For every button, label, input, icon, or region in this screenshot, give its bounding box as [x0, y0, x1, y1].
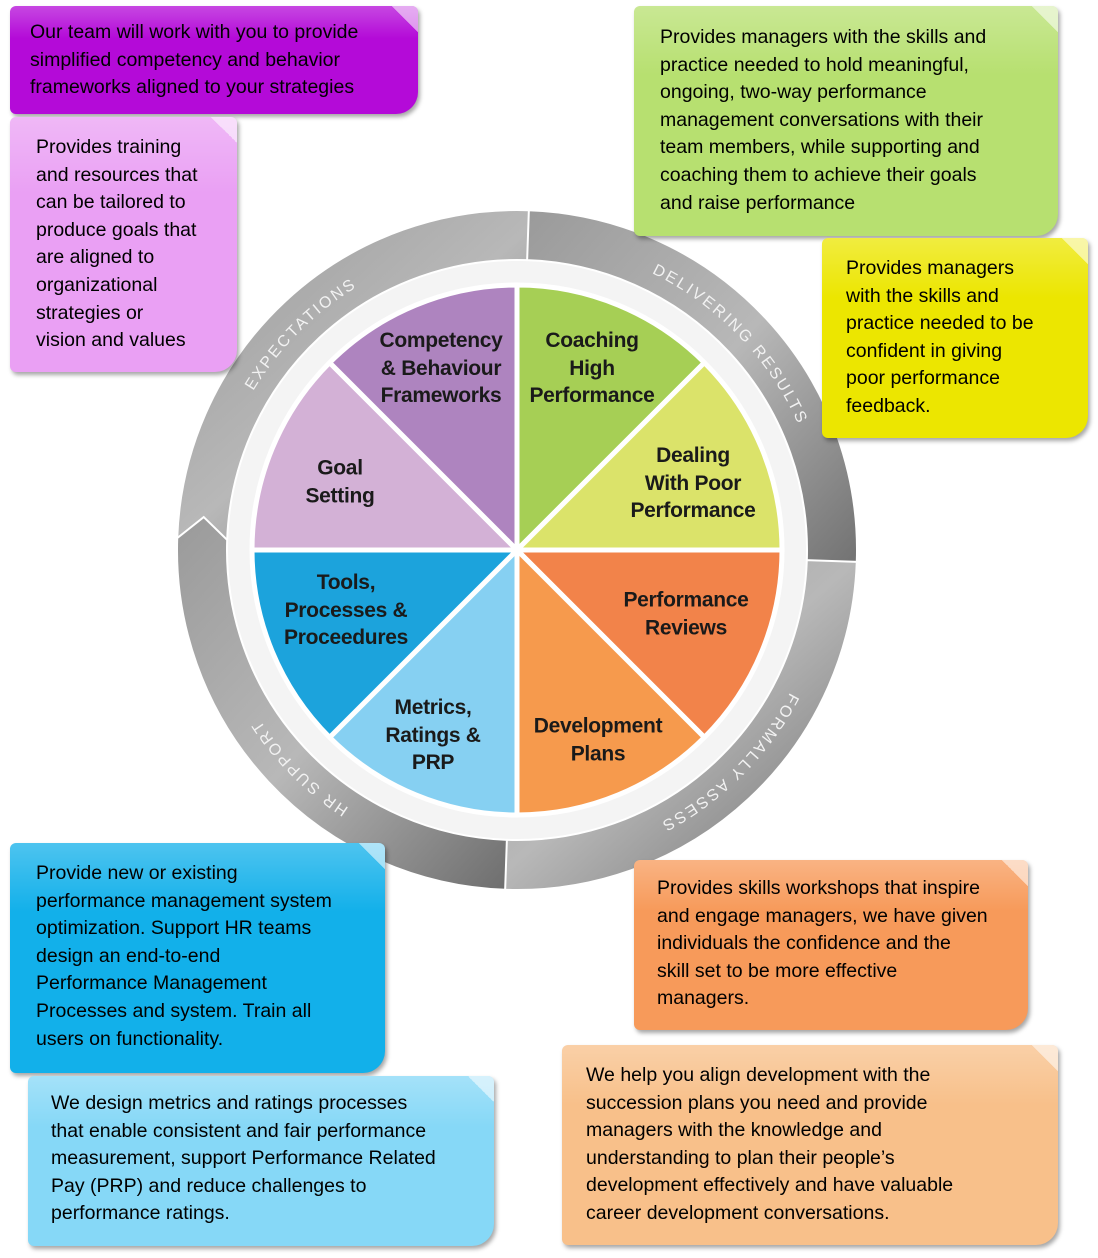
segment-label-coaching: Coaching High Performance	[529, 328, 655, 407]
metrics-callout-text: We design metrics and ratings processes …	[51, 1092, 436, 1225]
wheel-segment-6	[249, 360, 520, 553]
ring-arc-3	[176, 515, 508, 891]
wheel-segment-4	[327, 547, 520, 818]
wheel-segment-2	[514, 547, 785, 740]
metrics-callout: We design metrics and ratings processes …	[28, 1076, 494, 1246]
tools-callout-text: Provide new or existing performance mana…	[36, 862, 332, 1050]
wheel-segment-3	[514, 547, 707, 818]
competency-callout-text: Our team will work with you to provide s…	[30, 21, 359, 99]
wheel-segment-7	[327, 282, 520, 553]
segment-label-goal-setting: Goal Setting	[305, 456, 375, 508]
competency-callout: Our team will work with you to provide s…	[10, 6, 418, 114]
wheel-pie	[249, 282, 785, 818]
segment-label-performance-reviews: Performance Reviews	[623, 588, 749, 640]
segment-label-competency: Competency & Behaviour Frameworks	[379, 328, 503, 407]
performance-reviews-callout: Provides skills workshops that inspire a…	[634, 860, 1028, 1030]
segment-label-dealing-poor-performance: Dealing With Poor Performance	[630, 443, 756, 522]
goal-setting-callout-text: Provides training and resources that can…	[36, 136, 198, 352]
performance-reviews-callout-text: Provides skills workshops that inspire a…	[657, 877, 988, 1010]
segment-label-development-plans: Development Plans	[533, 714, 663, 766]
coaching-callout: Provides managers with the skills and pr…	[634, 6, 1058, 236]
outer-ring	[176, 209, 858, 891]
wheel-segment-1	[514, 360, 785, 553]
development-plans-callout-text: We help you align development with the s…	[586, 1064, 954, 1224]
goal-setting-callout: Provides training and resources that can…	[10, 117, 237, 372]
tools-callout: Provide new or existing performance mana…	[10, 843, 385, 1073]
wheel-segment-0	[514, 282, 707, 553]
poor-performance-callout-text: Provides managers with the skills and pr…	[846, 257, 1034, 417]
coaching-callout-text: Provides managers with the skills and pr…	[660, 26, 987, 214]
poor-performance-callout: Provides managers with the skills and pr…	[822, 238, 1088, 438]
segment-label-metrics: Metrics, Ratings & PRP	[385, 695, 481, 774]
segment-label-tools: Tools, Processes & Proceedures	[284, 570, 408, 649]
wheel-segment-5	[249, 547, 520, 740]
development-plans-callout: We help you align development with the s…	[562, 1045, 1058, 1245]
